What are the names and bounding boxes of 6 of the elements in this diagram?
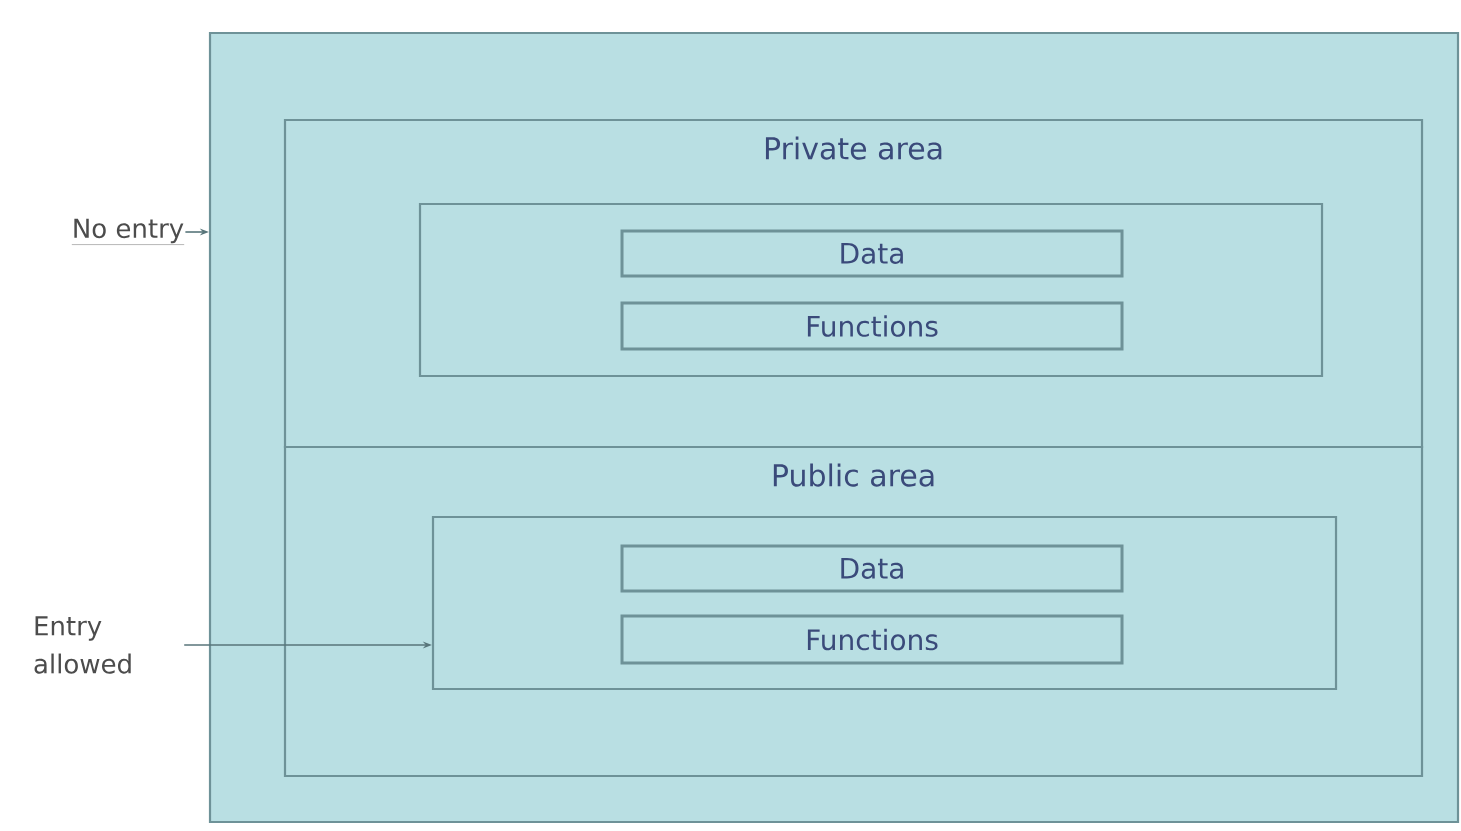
member-box: Functions (620, 614, 1124, 665)
member-box: Data (620, 229, 1124, 278)
side-note: No entry (71, 218, 185, 245)
side-note: Entry allowed (34, 616, 131, 674)
member-box: Functions (620, 301, 1124, 351)
member-box: Data (620, 544, 1124, 593)
